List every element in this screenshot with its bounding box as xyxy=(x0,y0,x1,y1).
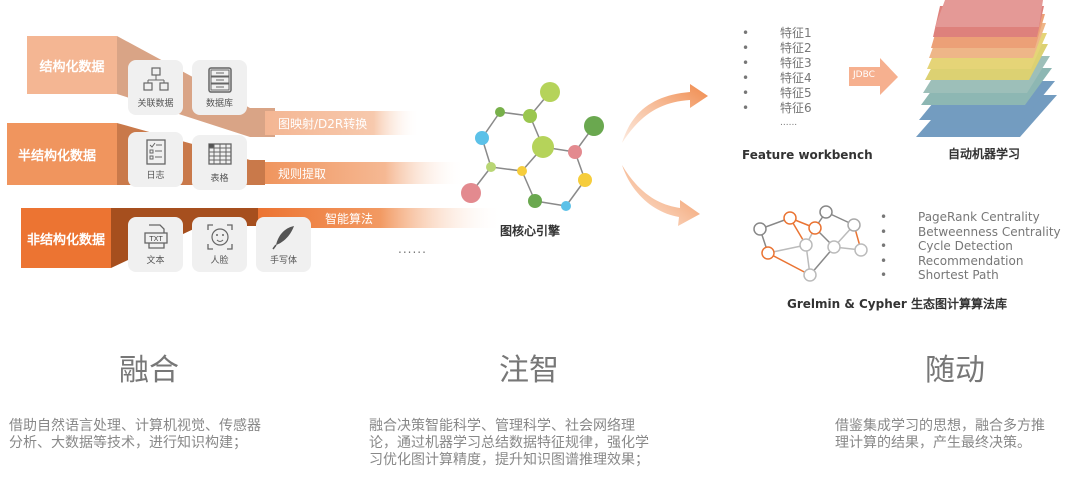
automl-layers-icon xyxy=(916,0,1057,137)
feature-item: •特征2 xyxy=(742,41,812,55)
feature-item: •特征3 xyxy=(742,56,812,70)
graph-engine-nodes xyxy=(461,82,604,211)
pillar-title-follow: 随动 xyxy=(925,353,985,388)
algorithm-item: •Betweenness Centrality xyxy=(880,224,1061,239)
log-label: 日志 xyxy=(146,171,165,181)
pillar-desc-follow: 借鉴集成学习的思想，融合多方推 理计算的结果，产生最终决策。 xyxy=(835,418,1045,451)
feature-item: •特征4 xyxy=(742,71,812,85)
feature-more: ...... xyxy=(780,118,798,128)
face-scan-icon xyxy=(206,224,233,250)
smart-algorithm-label: 智能算法 xyxy=(325,212,374,226)
algorithm-list: •PageRank Centrality •Betweenness Centra… xyxy=(880,210,1061,283)
hierarchy-folders-icon xyxy=(142,67,169,91)
jdbc-label: JDBC xyxy=(853,70,875,80)
jdbc-arrow xyxy=(849,58,898,95)
arrow-to-feature-workbench xyxy=(622,84,708,143)
txt-file-icon: TXT xyxy=(143,224,168,249)
rule-extraction-label: 规则提取 xyxy=(278,167,327,181)
table-grid-icon xyxy=(207,143,232,165)
graph-mapping-d2r-label: 图映射/D2R转换 xyxy=(278,117,368,131)
linked-data-label: 关联数据 xyxy=(137,99,174,109)
algorithm-item: •Shortest Path xyxy=(880,268,999,282)
feature-item: •特征6 xyxy=(742,101,812,115)
pillar-title-fusion: 融合 xyxy=(119,353,179,388)
icon-card-handwriting: 手写体 xyxy=(256,217,311,272)
svg-text:TXT: TXT xyxy=(148,235,163,243)
feature-workbench-caption: Feature workbench xyxy=(742,148,873,162)
icon-card-linked-data: 关联数据 xyxy=(128,60,183,115)
automl-caption: 自动机器学习 xyxy=(948,147,1021,161)
handwriting-label: 手写体 xyxy=(269,256,297,266)
pillar-desc-fusion: 借助自然语言处理、计算机视觉、传感器 分析、大数据等技术，进行知识构建； xyxy=(9,418,261,451)
unstructured-data-label: 非结构化数据 xyxy=(26,232,105,248)
text-label: 文本 xyxy=(146,256,165,266)
algorithm-graph-icon xyxy=(753,205,868,282)
algorithm-item: •Cycle Detection xyxy=(880,239,1013,253)
feather-pen-icon xyxy=(271,226,294,250)
pillar-desc-intelligence: 融合决策智能科学、管理科学、社会网络理 论，通过机器学习总结数据特征规律，强化学… xyxy=(369,418,649,468)
structured-data-label: 结构化数据 xyxy=(39,59,105,75)
algorithm-item: •Recommendation xyxy=(880,253,1024,268)
checklist-log-icon xyxy=(145,139,166,165)
feature-item: •特征1 xyxy=(742,26,812,40)
algorithm-item: •PageRank Centrality xyxy=(880,210,1040,224)
feature-item: •特征5 xyxy=(742,86,812,100)
database-icon xyxy=(207,67,232,93)
arrow-to-algorithm-library xyxy=(622,165,700,226)
feature-list: •特征1 •特征2 •特征3 •特征4 •特征5 •特征6 ...... xyxy=(742,26,812,131)
icon-card-text: TXT 文本 xyxy=(128,217,183,272)
face-label: 人脸 xyxy=(210,256,229,266)
icon-card-database: 数据库 xyxy=(192,60,247,115)
icon-card-log: 日志 xyxy=(128,132,183,187)
icon-card-face: 人脸 xyxy=(192,217,247,272)
table-label: 表格 xyxy=(210,174,229,184)
graph-engine-label: 图核心引擎 xyxy=(500,224,561,238)
semi-structured-data-label: 半结构化数据 xyxy=(17,148,96,164)
algorithm-library-caption: Grelmin & Cypher 生态图计算算法库 xyxy=(787,297,1007,311)
more-sources-ellipsis: ...... xyxy=(398,242,427,256)
icon-card-table: 表格 xyxy=(192,135,247,190)
pillar-title-intelligence: 注智 xyxy=(499,353,559,388)
database-label: 数据库 xyxy=(205,99,233,109)
